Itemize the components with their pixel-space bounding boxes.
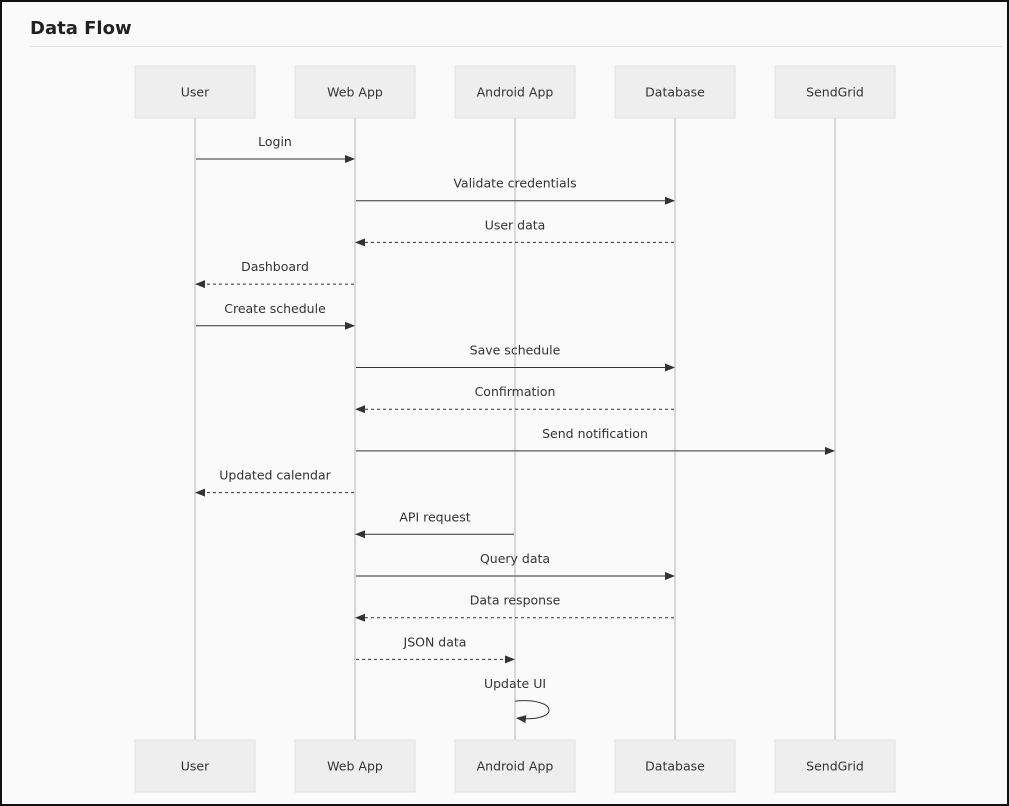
participant-box <box>134 739 256 793</box>
message-updated-calendar: Updated calendar <box>195 468 354 497</box>
message-label: Login <box>258 134 292 149</box>
message-api-request: API request <box>355 509 514 539</box>
message-send-notification: Send notification <box>356 426 835 455</box>
participant-web-app-bottom: Web App <box>294 739 416 793</box>
participant-box <box>294 65 416 119</box>
page-title: Data Flow <box>30 18 132 39</box>
message-label: Create schedule <box>224 301 326 316</box>
participant-sendgrid-bottom: SendGrid <box>774 739 896 793</box>
message-save-schedule: Save schedule <box>356 343 675 372</box>
message-label: Dashboard <box>241 259 309 274</box>
participant-label: Database <box>645 85 705 100</box>
participant-box <box>774 739 896 793</box>
message-label: API request <box>399 509 470 524</box>
participant-label: SendGrid <box>806 85 864 100</box>
participant-label: User <box>181 85 210 100</box>
message-dashboard: Dashboard <box>195 259 354 289</box>
participant-box <box>774 65 896 119</box>
message-label: Confirmation <box>475 384 556 399</box>
message-validate-credentials: Validate credentials <box>356 176 675 205</box>
message-login: Login <box>196 134 355 163</box>
message-json-data: JSON data <box>356 634 515 664</box>
message-label: Validate credentials <box>453 176 576 191</box>
participant-label: Android App <box>477 759 554 774</box>
message-label: Query data <box>480 551 550 566</box>
participant-box <box>614 739 736 793</box>
message-arrow <box>514 700 550 724</box>
participant-label: Android App <box>477 85 554 100</box>
message-label: JSON data <box>403 634 467 649</box>
participant-box <box>454 739 576 793</box>
participant-android-app-top: Android App <box>454 65 576 119</box>
message-label: Updated calendar <box>219 468 331 483</box>
participant-label: SendGrid <box>806 759 864 774</box>
message-label: Update UI <box>484 676 546 691</box>
message-label: Save schedule <box>470 343 561 358</box>
participant-label: Web App <box>327 759 383 774</box>
participant-sendgrid-top: SendGrid <box>774 65 896 119</box>
message-create-schedule: Create schedule <box>196 301 355 330</box>
message-label: User data <box>485 217 546 232</box>
participant-box <box>454 65 576 119</box>
message-label: Send notification <box>542 426 648 441</box>
message-update-ui: Update UI <box>484 676 550 724</box>
participant-box <box>614 65 736 119</box>
participant-label: Web App <box>327 85 383 100</box>
message-user-data: User data <box>355 217 674 247</box>
lifelines <box>194 118 836 740</box>
title-divider <box>30 46 1002 47</box>
participant-database-bottom: Database <box>614 739 736 793</box>
participant-database-top: Database <box>614 65 736 119</box>
participant-box <box>134 65 256 119</box>
participant-android-app-bottom: Android App <box>454 739 576 793</box>
participant-user-top: User <box>134 65 256 119</box>
participant-box <box>294 739 416 793</box>
participant-user-bottom: User <box>134 739 256 793</box>
participant-web-app-top: Web App <box>294 65 416 119</box>
participant-label: Database <box>645 759 705 774</box>
participant-label: User <box>181 759 210 774</box>
message-label: Data response <box>470 593 561 608</box>
message-confirmation: Confirmation <box>355 384 674 414</box>
message-query-data: Query data <box>356 551 675 580</box>
message-data-response: Data response <box>355 593 674 622</box>
